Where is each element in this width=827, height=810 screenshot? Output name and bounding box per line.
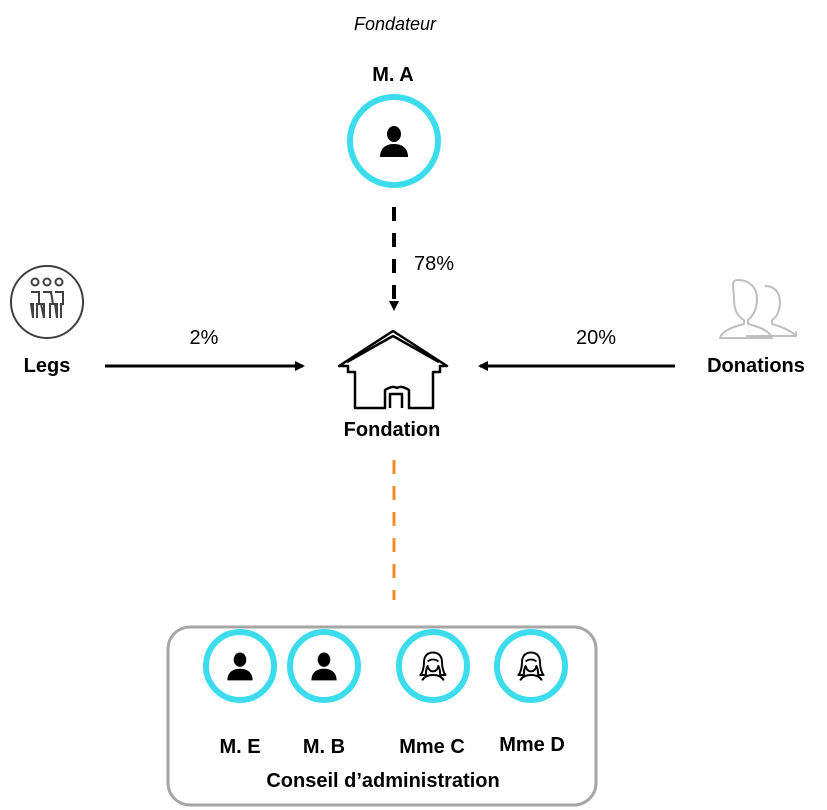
donations-icon bbox=[719, 279, 797, 339]
donations-label: Donations bbox=[707, 355, 805, 377]
board-member-d bbox=[494, 629, 568, 703]
member-name-b: M. B bbox=[302, 736, 346, 758]
board-member-b bbox=[287, 629, 361, 703]
donations-percent-label: 20% bbox=[575, 327, 617, 349]
founder-share-label: 78% bbox=[414, 253, 455, 275]
member-name-e: M. E bbox=[219, 736, 261, 758]
member-name-c: Mme C bbox=[399, 736, 465, 758]
legs-percent-label: 2% bbox=[189, 327, 219, 349]
founder-node bbox=[347, 94, 441, 188]
founder-name-label: M. A bbox=[372, 64, 414, 86]
board-title: Conseil d’administration bbox=[266, 770, 500, 792]
board-member-e bbox=[203, 629, 277, 703]
house-icon bbox=[337, 329, 449, 410]
foundation-label: Fondation bbox=[343, 419, 441, 441]
member-name-d: Mme D bbox=[499, 734, 565, 756]
legs-icon bbox=[10, 265, 84, 339]
board-member-c bbox=[396, 629, 470, 703]
legs-label: Legs bbox=[23, 355, 71, 377]
founder-role-label: Fondateur bbox=[353, 14, 437, 34]
